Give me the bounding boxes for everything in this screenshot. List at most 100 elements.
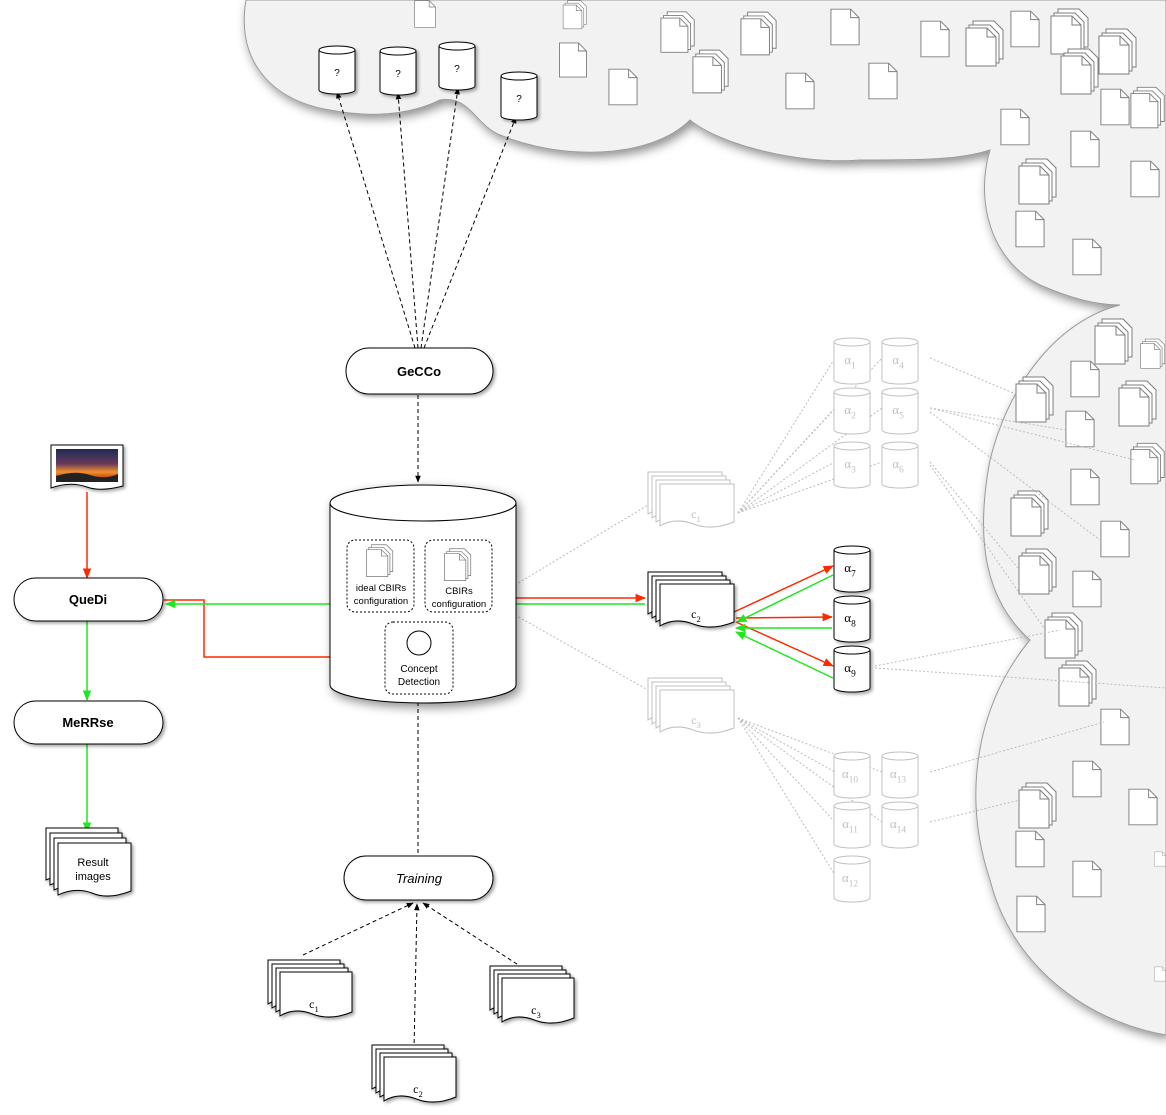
training-doc-label: c1 xyxy=(309,997,319,1014)
alpha-db-9[interactable]: α9 xyxy=(833,645,871,693)
unknown-db-label: ? xyxy=(334,68,340,79)
training-doc-label-base: c xyxy=(531,1003,536,1017)
concept-detection-line1: Concept xyxy=(400,664,437,675)
alpha-db-label-base: α xyxy=(844,610,851,625)
alpha-db-label-sub: 10 xyxy=(849,776,859,786)
alpha-db-label-sub: 3 xyxy=(851,466,856,476)
unknown-db-2[interactable]: ? xyxy=(379,46,417,96)
alpha-db-label: α2 xyxy=(844,402,856,422)
alpha-db-label-sub: 13 xyxy=(897,776,907,786)
alpha-db-label: α4 xyxy=(892,352,904,372)
concept-detection-box[interactable]: Concept Detection xyxy=(384,621,454,695)
training-doc-c1[interactable]: c1 xyxy=(267,959,353,1018)
query-image[interactable] xyxy=(50,444,124,490)
alpha-db-label-base: α xyxy=(844,456,851,471)
concept-doc-label: c2 xyxy=(691,607,701,624)
alpha-db-label-sub: 1 xyxy=(851,362,856,372)
concept-doc-label-sub: 2 xyxy=(697,614,701,624)
unknown-databases: ???? xyxy=(318,41,538,121)
alpha-db-5[interactable]: α5 xyxy=(881,387,919,435)
unknown-db-label: ? xyxy=(516,94,522,105)
concept-doc-label: c3 xyxy=(691,713,701,730)
unknown-db-4[interactable]: ? xyxy=(500,71,538,121)
alpha-db-label-sub: 9 xyxy=(851,670,856,680)
alpha-db-label-base: α xyxy=(842,870,849,885)
unknown-db-label: ? xyxy=(454,64,460,75)
alpha-db-label-base: α xyxy=(890,766,897,781)
training-doc-label-sub: 2 xyxy=(419,1089,423,1099)
alpha-db-8[interactable]: α8 xyxy=(833,595,871,643)
training-label: Training xyxy=(396,871,443,886)
alpha-db-label-base: α xyxy=(842,766,849,781)
gecco-node[interactable]: GeCCo xyxy=(345,347,494,395)
ideal-config-box[interactable]: ideal CBIRs configuration xyxy=(346,539,415,613)
training-doc-c3[interactable]: c3 xyxy=(489,965,575,1024)
concept-detection-line2: Detection xyxy=(398,677,440,688)
alpha-db-label-sub: 8 xyxy=(851,620,856,630)
alpha-db-label: α14 xyxy=(890,816,906,836)
alpha-db-label-sub: 5 xyxy=(899,412,904,422)
alpha-db-label-base: α xyxy=(844,560,851,575)
document-cloud xyxy=(243,0,1166,1036)
concept-doc-label-base: c xyxy=(691,507,696,521)
training-doc-label-base: c xyxy=(309,997,314,1011)
alpha-db-label-sub: 2 xyxy=(851,412,856,422)
quedi-node[interactable]: QueDi xyxy=(13,577,164,622)
training-doc-label-sub: 3 xyxy=(537,1010,541,1020)
alpha-db-label-sub: 12 xyxy=(849,880,859,890)
alpha-db-10[interactable]: α10 xyxy=(833,751,871,799)
cbirs-config-box[interactable]: CBIRs configuration xyxy=(424,539,493,613)
ideal-config-line1: ideal CBIRs xyxy=(356,583,406,594)
alpha-db-label-sub: 11 xyxy=(849,826,858,836)
alpha-db-4[interactable]: α4 xyxy=(881,337,919,385)
alpha-db-label: α3 xyxy=(844,456,856,476)
training-node[interactable]: Training xyxy=(343,855,494,901)
ideal-config-line2: configuration xyxy=(354,596,408,607)
alpha-db-label-base: α xyxy=(892,456,899,471)
alpha-db-label: α11 xyxy=(842,816,858,836)
alpha-db-13[interactable]: α13 xyxy=(881,751,919,799)
alpha-db-label: α9 xyxy=(844,660,856,680)
alpha-db-label-sub: 14 xyxy=(897,826,907,836)
alpha-db-label-base: α xyxy=(842,816,849,831)
alpha-db-12[interactable]: α12 xyxy=(833,855,871,903)
alpha-db-2[interactable]: α2 xyxy=(833,387,871,435)
training-doc-label-base: c xyxy=(413,1082,418,1096)
alpha-db-11[interactable]: α11 xyxy=(833,801,871,849)
training-doc-label: c2 xyxy=(413,1082,423,1099)
unknown-db-1[interactable]: ? xyxy=(318,45,356,95)
result-flow xyxy=(82,574,834,834)
concept-doc-label-sub: 3 xyxy=(697,720,701,730)
alpha-db-7[interactable]: α7 xyxy=(833,545,871,593)
concept-doc-c3[interactable]: c3 xyxy=(647,677,735,734)
gecco-label: GeCCo xyxy=(397,364,441,379)
alpha-db-label: α1 xyxy=(844,352,856,372)
alpha-db-label-base: α xyxy=(844,402,851,417)
concept-doc-label-sub: 1 xyxy=(697,514,701,524)
alpha-db-label: α13 xyxy=(890,766,906,786)
concept-doc-label: c1 xyxy=(691,507,701,524)
alpha-db-14[interactable]: α14 xyxy=(881,801,919,849)
merrse-label: MeRRse xyxy=(62,715,113,730)
alpha-db-label-base: α xyxy=(844,352,851,367)
quedi-label: QueDi xyxy=(69,592,107,607)
concept-doc-c1[interactable]: c1 xyxy=(647,471,735,528)
concept-doc-label-base: c xyxy=(691,607,696,621)
alpha-db-3[interactable]: α3 xyxy=(833,441,871,489)
alpha-db-label: α10 xyxy=(842,766,858,786)
training-links xyxy=(302,691,524,1051)
unknown-db-3[interactable]: ? xyxy=(438,41,476,91)
alpha-db-label: α6 xyxy=(892,456,904,476)
result-images[interactable]: Result images xyxy=(45,827,132,897)
training-doc-label-sub: 1 xyxy=(315,1004,319,1014)
concept-doc-c2[interactable]: c2 xyxy=(647,571,735,628)
training-doc-c2[interactable]: c2 xyxy=(371,1044,457,1103)
merrse-node[interactable]: MeRRse xyxy=(13,700,164,745)
alpha-db-label-base: α xyxy=(892,402,899,417)
alpha-db-6[interactable]: α6 xyxy=(881,441,919,489)
alpha-db-label: α5 xyxy=(892,402,904,422)
alpha-db-1[interactable]: α1 xyxy=(833,337,871,385)
